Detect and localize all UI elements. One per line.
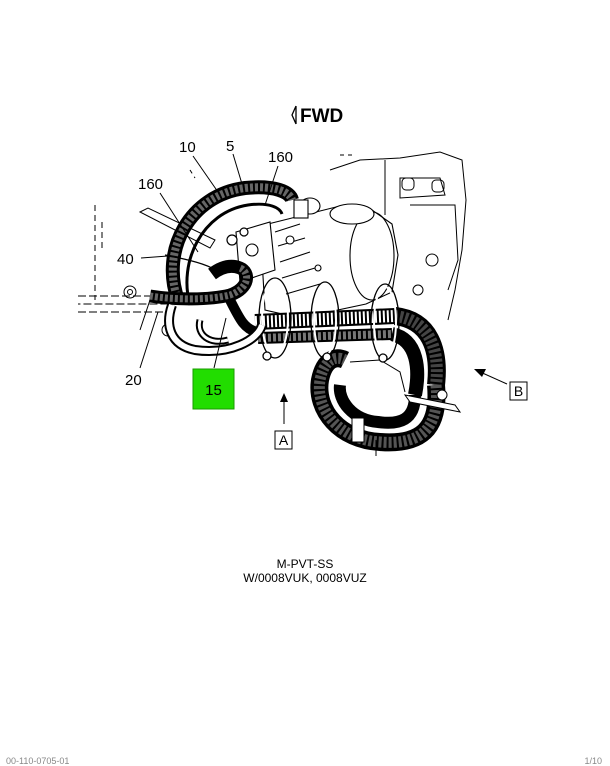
callout-15: 15 bbox=[205, 382, 222, 399]
callout-20: 20 bbox=[125, 372, 142, 389]
callout-40: 40 bbox=[117, 251, 134, 268]
view-a-label: A bbox=[279, 432, 289, 448]
footer-right: 1/10 bbox=[584, 756, 602, 766]
view-b-label: B bbox=[514, 383, 523, 399]
callout-10: 10 bbox=[179, 139, 196, 156]
view-a-marker: A bbox=[274, 393, 293, 450]
view-b-marker: B bbox=[474, 369, 528, 401]
callout-160-top: 160 bbox=[268, 149, 293, 166]
caption-model: M-PVT-SS bbox=[276, 557, 334, 571]
engine-block bbox=[94, 151, 467, 321]
forward-indicator: FWD bbox=[291, 105, 343, 127]
mounting-rail bbox=[78, 207, 216, 337]
callout-160-left: 160 bbox=[138, 176, 163, 193]
forward-arrow-icon bbox=[291, 105, 297, 125]
cable-40 bbox=[164, 227, 249, 269]
footer-left: 00-110-0705-01 bbox=[6, 756, 70, 766]
callout-5: 5 bbox=[226, 138, 234, 155]
caption-applicability: W/0008VUK, 0008VUZ bbox=[243, 571, 367, 585]
cable-20 bbox=[164, 303, 267, 356]
leader-lines bbox=[139, 153, 279, 369]
forward-label: FWD bbox=[300, 106, 343, 127]
cable-loop bbox=[310, 349, 462, 456]
arrow-left-icon bbox=[474, 369, 486, 377]
arrow-up-icon bbox=[280, 393, 288, 402]
callout-15-highlight[interactable]: 15 bbox=[192, 368, 235, 410]
battery-cable-arch bbox=[165, 180, 299, 306]
cable-clamps bbox=[258, 277, 400, 363]
